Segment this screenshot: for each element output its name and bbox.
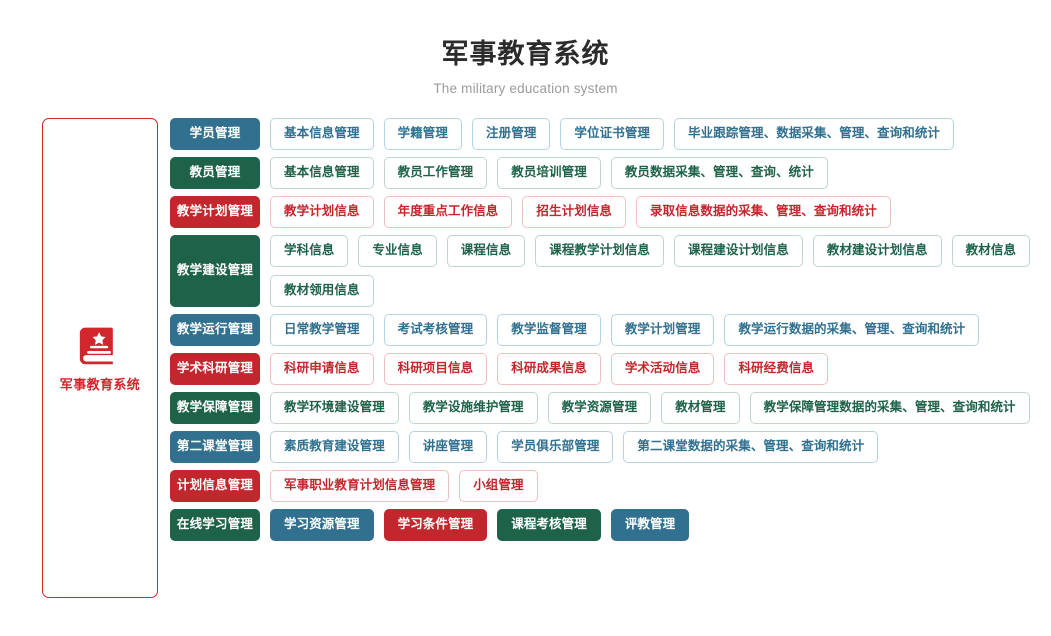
module-item-button[interactable]: 课程考核管理	[497, 508, 601, 541]
module-item-button[interactable]: 军事职业教育计划信息管理	[270, 469, 450, 502]
module-item-button[interactable]: 教材建设计划信息	[812, 234, 942, 267]
module-item-button[interactable]: 基本信息管理	[270, 117, 374, 150]
module-item-list: 教学计划信息年度重点工作信息招生计划信息录取信息数据的采集、管理、查询和统计	[270, 195, 1051, 228]
module-row: 教学建设管理学科信息专业信息课程信息课程教学计划信息课程建设计划信息教材建设计划…	[170, 234, 1051, 307]
module-item-button[interactable]: 学科信息	[270, 234, 349, 267]
module-item-button[interactable]: 教材领用信息	[270, 274, 374, 307]
system-card[interactable]: 军事教育系统	[42, 117, 158, 598]
module-item-list: 科研申请信息科研项目信息科研成果信息学术活动信息科研经费信息	[270, 352, 1051, 385]
module-item-button[interactable]: 日常教学管理	[270, 313, 374, 346]
module-item-button[interactable]: 科研成果信息	[497, 352, 601, 385]
module-item-button[interactable]: 课程信息	[446, 234, 526, 267]
module-item-button[interactable]: 教学资源管理	[547, 391, 652, 424]
module-item-button[interactable]: 教学计划信息	[270, 195, 374, 228]
category-chip[interactable]: 教学保障管理	[170, 391, 260, 424]
module-item-button[interactable]: 教学保障管理数据的采集、管理、查询和统计	[749, 391, 1030, 424]
module-item-button[interactable]: 年度重点工作信息	[383, 195, 513, 228]
book-star-icon	[78, 323, 122, 367]
module-item-button[interactable]: 学籍管理	[383, 117, 463, 150]
module-item-list: 学习资源管理学习条件管理课程考核管理评教管理	[270, 508, 1051, 541]
module-item-list: 学科信息专业信息课程信息课程教学计划信息课程建设计划信息教材建设计划信息教材信息…	[270, 234, 1051, 307]
category-chip[interactable]: 在线学习管理	[170, 508, 260, 541]
module-item-list: 军事职业教育计划信息管理小组管理	[270, 469, 1051, 502]
content-area: 军事教育系统 学员管理基本信息管理学籍管理注册管理学位证书管理毕业跟踪管理、数据…	[0, 117, 1051, 598]
module-item-button[interactable]: 学习条件管理	[383, 508, 488, 541]
module-row: 第二课堂管理素质教育建设管理讲座管理学员俱乐部管理第二课堂数据的采集、管理、查询…	[170, 430, 1051, 463]
module-item-button[interactable]: 学位证书管理	[560, 117, 665, 150]
category-chip[interactable]: 第二课堂管理	[170, 430, 260, 463]
module-item-button[interactable]: 专业信息	[358, 234, 437, 267]
module-item-button[interactable]: 录取信息数据的采集、管理、查询和统计	[636, 195, 891, 228]
category-chip[interactable]: 教学运行管理	[170, 313, 260, 346]
module-row: 在线学习管理学习资源管理学习条件管理课程考核管理评教管理	[170, 508, 1051, 541]
module-item-button[interactable]: 教材信息	[951, 234, 1031, 267]
module-item-list: 教学环境建设管理教学设施维护管理教学资源管理教材管理教学保障管理数据的采集、管理…	[270, 391, 1051, 424]
module-item-button[interactable]: 学员俱乐部管理	[497, 430, 614, 463]
module-item-button[interactable]: 教学运行数据的采集、管理、查询和统计	[724, 313, 980, 346]
module-item-button[interactable]: 小组管理	[459, 469, 538, 502]
module-row: 教员管理基本信息管理教员工作管理教员培训管理教员数据采集、管理、查询、统计	[170, 156, 1051, 189]
module-item-button[interactable]: 教学环境建设管理	[270, 391, 399, 424]
category-chip[interactable]: 教学建设管理	[170, 234, 260, 307]
module-item-button[interactable]: 评教管理	[610, 508, 690, 541]
module-item-button[interactable]: 素质教育建设管理	[270, 430, 399, 463]
module-item-button[interactable]: 科研申请信息	[270, 352, 374, 385]
category-chip[interactable]: 学员管理	[170, 117, 260, 150]
module-item-button[interactable]: 教员培训管理	[497, 156, 601, 189]
category-chip[interactable]: 教学计划管理	[170, 195, 260, 228]
module-item-button[interactable]: 课程建设计划信息	[674, 234, 803, 267]
module-item-button[interactable]: 讲座管理	[408, 430, 488, 463]
module-item-button[interactable]: 学习资源管理	[270, 508, 374, 541]
module-row: 教学计划管理教学计划信息年度重点工作信息招生计划信息录取信息数据的采集、管理、查…	[170, 195, 1051, 228]
module-item-button[interactable]: 教学计划管理	[610, 313, 715, 346]
module-rows: 学员管理基本信息管理学籍管理注册管理学位证书管理毕业跟踪管理、数据采集、管理、查…	[170, 117, 1051, 541]
module-item-list: 素质教育建设管理讲座管理学员俱乐部管理第二课堂数据的采集、管理、查询和统计	[270, 430, 1051, 463]
page-header: 军事教育系统 The military education system	[0, 0, 1051, 96]
module-item-button[interactable]: 毕业跟踪管理、数据采集、管理、查询和统计	[674, 117, 955, 150]
system-card-label: 军事教育系统	[59, 376, 141, 392]
category-chip[interactable]: 计划信息管理	[170, 469, 260, 502]
module-item-list: 基本信息管理教员工作管理教员培训管理教员数据采集、管理、查询、统计	[270, 156, 1051, 189]
module-item-button[interactable]: 教员工作管理	[383, 156, 488, 189]
module-item-button[interactable]: 招生计划信息	[522, 195, 627, 228]
module-row: 教学保障管理教学环境建设管理教学设施维护管理教学资源管理教材管理教学保障管理数据…	[170, 391, 1051, 424]
module-item-button[interactable]: 教员数据采集、管理、查询、统计	[610, 156, 828, 189]
module-item-button[interactable]: 考试考核管理	[383, 313, 488, 346]
module-item-button[interactable]: 教学监督管理	[497, 313, 601, 346]
module-item-button[interactable]: 科研项目信息	[383, 352, 488, 385]
module-row: 学术科研管理科研申请信息科研项目信息科研成果信息学术活动信息科研经费信息	[170, 352, 1051, 385]
module-item-button[interactable]: 科研经费信息	[724, 352, 829, 385]
module-item-button[interactable]: 课程教学计划信息	[535, 234, 665, 267]
module-item-list: 日常教学管理考试考核管理教学监督管理教学计划管理教学运行数据的采集、管理、查询和…	[270, 313, 1051, 346]
category-chip[interactable]: 教员管理	[170, 156, 260, 189]
category-chip[interactable]: 学术科研管理	[170, 352, 260, 385]
module-item-button[interactable]: 注册管理	[472, 117, 551, 150]
page-subtitle: The military education system	[433, 80, 618, 96]
module-row: 学员管理基本信息管理学籍管理注册管理学位证书管理毕业跟踪管理、数据采集、管理、查…	[170, 117, 1051, 150]
module-item-button[interactable]: 教材管理	[661, 391, 740, 424]
module-item-button[interactable]: 基本信息管理	[270, 156, 374, 189]
module-item-list: 基本信息管理学籍管理注册管理学位证书管理毕业跟踪管理、数据采集、管理、查询和统计	[270, 117, 1051, 150]
module-item-button[interactable]: 第二课堂数据的采集、管理、查询和统计	[623, 430, 879, 463]
module-item-button[interactable]: 教学设施维护管理	[408, 391, 538, 424]
module-row: 教学运行管理日常教学管理考试考核管理教学监督管理教学计划管理教学运行数据的采集、…	[170, 313, 1051, 346]
module-item-button[interactable]: 学术活动信息	[610, 352, 715, 385]
page-title: 军事教育系统	[441, 39, 610, 69]
module-row: 计划信息管理军事职业教育计划信息管理小组管理	[170, 469, 1051, 502]
